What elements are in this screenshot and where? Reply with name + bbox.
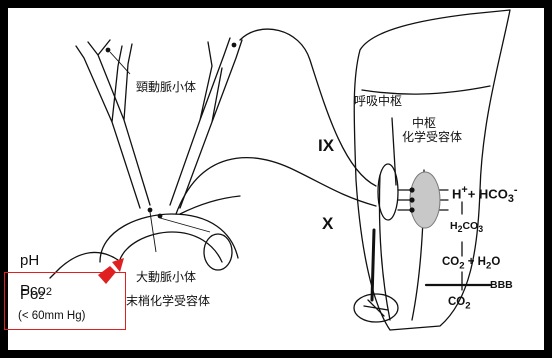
left-carotid-artery-outer [76, 46, 140, 208]
chem-h2co3-co: CO [462, 220, 478, 232]
po2-sub: 2 [38, 290, 44, 302]
label-po2-threshold: (< 60mm Hg) [18, 310, 85, 322]
left-carotid-artery [88, 40, 150, 205]
chem-h2co3-h: H [450, 220, 458, 232]
brainstem-outline [354, 10, 510, 330]
aortic-label-leader [150, 212, 156, 252]
label-central-line2: 化学受容体 [402, 128, 462, 145]
peripheral-label-leader [160, 218, 210, 232]
label-respiratory-center: 呼吸中枢 [354, 92, 402, 109]
aortic-arch [100, 214, 238, 262]
chem-co2-h2o: CO2 + H2O [442, 256, 500, 271]
label-nerve-ix: IX [318, 136, 334, 156]
carotid-body-dot-right [232, 43, 237, 48]
label-nerve-x: X [322, 214, 333, 234]
chem-h-hco3: H++ HCO3- [452, 184, 517, 205]
label-carotid-body: 頸動脈小体 [136, 78, 196, 95]
label-peripheral-chemoreceptor: 末梢化学受容体 [126, 292, 210, 309]
spinal-root [372, 230, 374, 300]
chem-o: O [491, 256, 500, 268]
respiratory-center-oval [378, 164, 398, 220]
receptor-node-1 [409, 187, 414, 192]
chem-co2-blood-co: CO [448, 296, 465, 308]
po2-main: Po [20, 286, 38, 303]
chem-h: H [452, 186, 461, 201]
chem-plus-h: + H [465, 256, 486, 268]
chem-bbb: BBB [490, 279, 513, 291]
chem-h2co3: H2CO3 [450, 220, 483, 234]
subclavian-artery [180, 196, 240, 214]
receptor-node-2 [409, 197, 414, 202]
label-ph: pH [20, 252, 39, 269]
medulla-inner [379, 175, 390, 320]
aorta-cross-section [204, 234, 232, 270]
chem-co2-blood-2: 2 [465, 300, 470, 311]
receptor-node-3 [409, 207, 414, 212]
carotid-body-dot-left [106, 48, 111, 53]
vagus-nerve-path [176, 158, 376, 214]
right-carotid-artery [170, 38, 230, 205]
aortic-body-dot [148, 208, 153, 213]
right-carotid-artery-outer [180, 40, 242, 208]
label-aortic-body: 大動脈小体 [136, 268, 196, 285]
chem-co2-blood: CO2 [448, 296, 471, 311]
label-po2-text: Po2 [20, 286, 44, 303]
chem-h2co3-3: 3 [478, 224, 483, 234]
aortic-body-dot-2 [158, 214, 163, 219]
chem-hco3-sup: - [514, 184, 518, 196]
chem-co2: CO [442, 256, 459, 268]
chem-hco3: + HCO [468, 186, 508, 201]
